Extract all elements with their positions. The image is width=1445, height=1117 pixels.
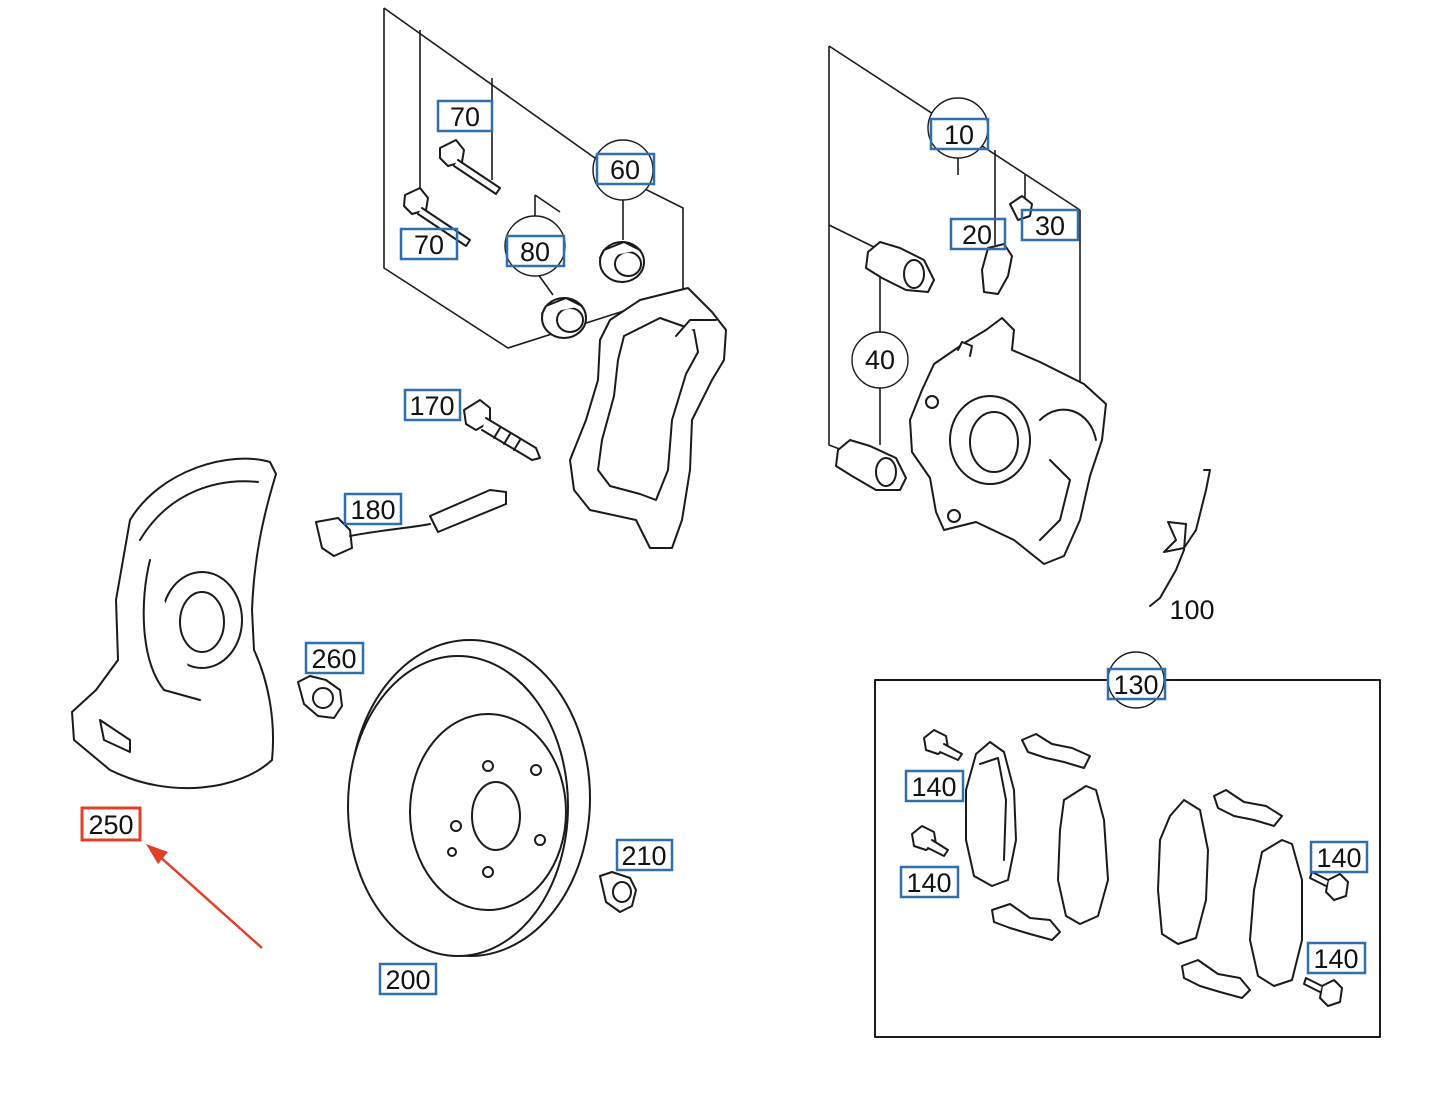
label-250: 250 bbox=[88, 810, 133, 840]
label-180: 180 bbox=[350, 495, 395, 525]
label-140-d: 140 bbox=[1313, 944, 1358, 974]
label-140-c: 140 bbox=[1316, 843, 1361, 873]
pad-right-2 bbox=[1249, 839, 1303, 987]
label-60: 60 bbox=[610, 155, 640, 185]
wear-sensor-100 bbox=[1149, 469, 1211, 607]
screw-140-d bbox=[1303, 977, 1343, 1007]
label-texts: 70 70 60 80 10 20 30 40 170 180 100 260 … bbox=[88, 102, 1361, 995]
label-210: 210 bbox=[621, 841, 666, 871]
dust-shield-250 bbox=[71, 457, 277, 790]
label-260: 260 bbox=[311, 644, 356, 674]
label-200: 200 bbox=[385, 965, 430, 995]
bolt-170 bbox=[463, 399, 541, 461]
wear-sensor-180 bbox=[315, 489, 507, 557]
label-box-140-c bbox=[1309, 840, 1369, 874]
label-box-30 bbox=[1020, 208, 1080, 242]
pad-left-2 bbox=[1057, 785, 1109, 925]
label-70-upper: 70 bbox=[450, 102, 480, 132]
highlight-arrow bbox=[146, 844, 263, 949]
bushing-60 bbox=[599, 241, 645, 283]
bleeder-20 bbox=[981, 243, 1013, 295]
screw-140-b bbox=[911, 825, 949, 857]
caliper-carrier bbox=[569, 287, 727, 549]
label-box-70-upper bbox=[436, 99, 494, 133]
label-box-140-b bbox=[899, 865, 960, 899]
guide-pin-40-lower bbox=[835, 439, 907, 491]
bolt-260 bbox=[297, 675, 343, 719]
pad-clip-upper-right bbox=[1213, 789, 1283, 827]
pad-clip-lower-right bbox=[1181, 959, 1251, 999]
label-boxes bbox=[80, 99, 1369, 996]
label-140-a: 140 bbox=[911, 772, 956, 802]
brake-disc-200 bbox=[347, 639, 591, 957]
pad-right-1 bbox=[1157, 799, 1209, 945]
arrowhead bbox=[146, 844, 168, 864]
label-box-140-d bbox=[1306, 941, 1367, 975]
label-box-180 bbox=[343, 492, 403, 526]
label-20: 20 bbox=[962, 220, 992, 250]
caliper-10 bbox=[909, 317, 1107, 565]
screw-210 bbox=[599, 871, 637, 913]
screw-140-c bbox=[1309, 871, 1349, 901]
screw-140-a bbox=[923, 729, 963, 761]
label-box-80 bbox=[505, 234, 566, 268]
label-70-lower: 70 bbox=[414, 230, 444, 260]
bolt-70-upper bbox=[439, 139, 501, 195]
label-40: 40 bbox=[865, 345, 895, 375]
label-box-140-a bbox=[904, 769, 965, 803]
label-170: 170 bbox=[409, 391, 454, 421]
pad-left-1 bbox=[965, 741, 1017, 887]
label-box-250 bbox=[80, 806, 142, 842]
label-box-10 bbox=[929, 117, 990, 151]
pad-clip-upper-left bbox=[1021, 733, 1091, 769]
label-140-b: 140 bbox=[906, 868, 951, 898]
label-box-60 bbox=[595, 152, 656, 186]
label-130: 130 bbox=[1113, 670, 1158, 700]
label-box-200 bbox=[378, 962, 438, 996]
label-box-210 bbox=[615, 838, 674, 872]
label-80: 80 bbox=[520, 237, 550, 267]
part-graphics bbox=[71, 139, 1381, 1038]
pad-clip-lower-left bbox=[991, 903, 1061, 941]
label-100: 100 bbox=[1169, 595, 1214, 625]
label-30: 30 bbox=[1035, 211, 1065, 241]
guide-pin-40-upper bbox=[865, 241, 935, 293]
bushing-80 bbox=[541, 297, 587, 339]
label-box-70-lower bbox=[399, 227, 459, 261]
label-box-170 bbox=[403, 388, 462, 422]
leader-lines bbox=[383, 7, 1081, 456]
label-box-260 bbox=[304, 641, 365, 675]
label-10: 10 bbox=[944, 120, 974, 150]
label-box-20 bbox=[949, 217, 1007, 251]
label-box-130 bbox=[1106, 667, 1167, 701]
